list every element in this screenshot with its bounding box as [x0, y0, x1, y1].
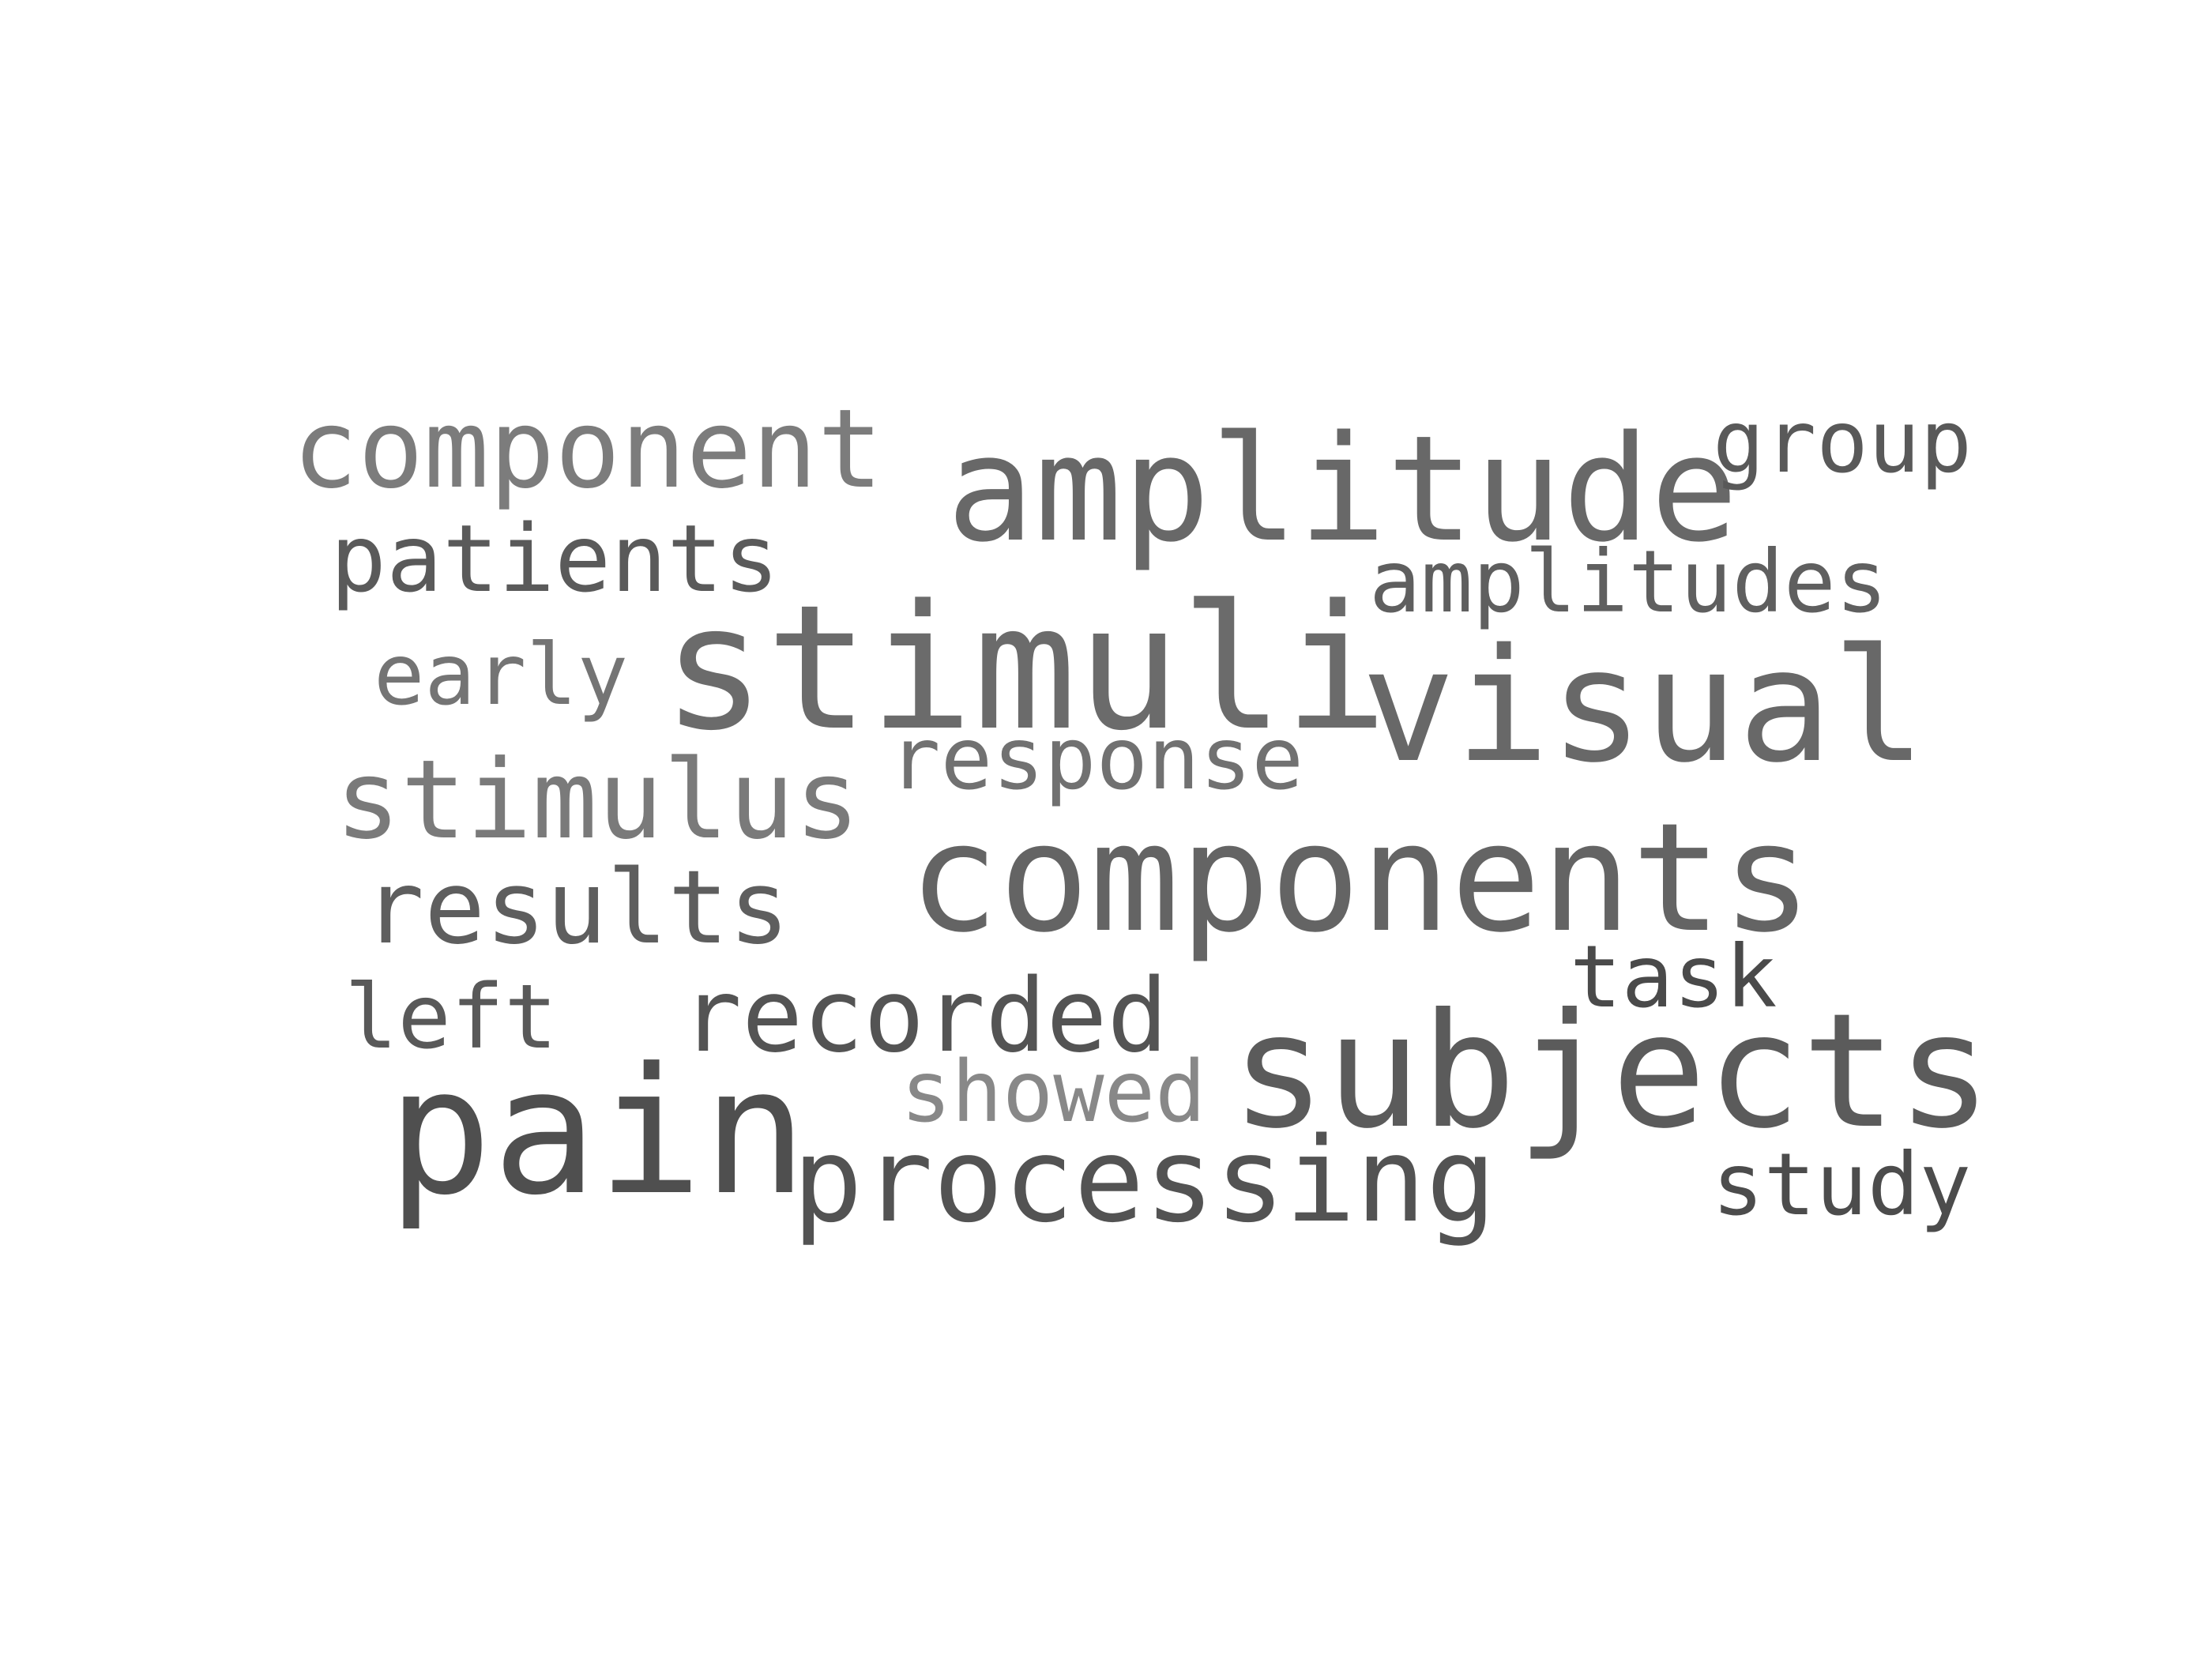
- word-response: response: [889, 709, 1304, 809]
- word-components: components: [908, 791, 1812, 965]
- word-results: results: [363, 849, 790, 967]
- word-showed: showed: [901, 1044, 1206, 1142]
- word-left: left: [344, 966, 558, 1069]
- word-visual: visual: [1361, 615, 1927, 797]
- word-component: component: [292, 386, 883, 513]
- word-processing: processing: [792, 1112, 1497, 1248]
- word-group: group: [1713, 392, 1973, 492]
- word-stimulus: stimulus: [335, 736, 860, 863]
- word-amplitude: amplitude: [946, 404, 1739, 574]
- word-early: early: [374, 626, 629, 724]
- word-study: study: [1712, 1134, 1972, 1235]
- word-patients: patients: [330, 504, 780, 613]
- word-amplitudes: amplitudes: [1369, 532, 1888, 632]
- word-pain: pain: [387, 1031, 808, 1234]
- word-stimuli: stimuli: [662, 569, 1388, 769]
- word-recorded: recorded: [681, 957, 1168, 1075]
- word-subjects: subjects: [1231, 980, 1992, 1164]
- word-task: task: [1570, 927, 1778, 1027]
